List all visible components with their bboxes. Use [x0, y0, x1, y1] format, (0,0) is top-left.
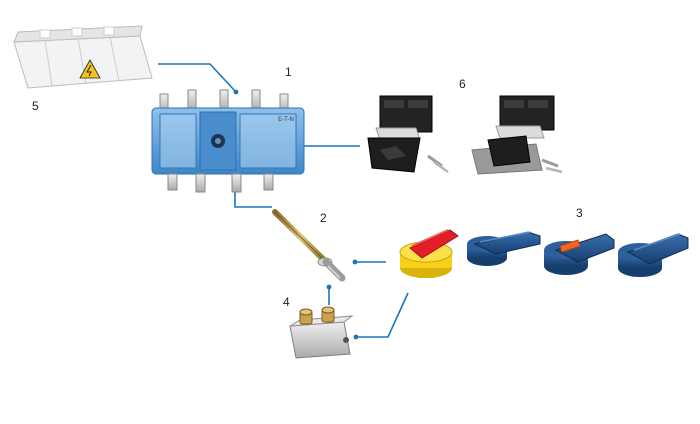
callout-2: 2 — [320, 212, 327, 224]
callout-4: 4 — [283, 296, 290, 308]
auxiliary-contact-left — [368, 96, 448, 172]
auxiliary-contact-right — [472, 96, 562, 174]
rotary-handle-blue-orange — [544, 234, 614, 275]
callout-3: 3 — [576, 207, 583, 219]
rotary-handle-blue-short — [618, 234, 688, 277]
shaft-coupler-icon — [290, 307, 352, 358]
rotary-handle-red-yellow — [400, 230, 458, 278]
brand-label: E-T-N — [278, 117, 294, 123]
leader-5-to-1 — [158, 64, 236, 92]
callout-6: 6 — [459, 78, 466, 90]
rotary-handle-blue-long — [467, 232, 540, 266]
terminal-shroud-icon — [14, 26, 152, 88]
callout-1: 1 — [285, 66, 292, 78]
extension-shaft-icon — [275, 212, 342, 278]
callout-5: 5 — [32, 100, 39, 112]
disconnect-switch-icon: E-T-N — [152, 90, 304, 192]
leader-4-to-3 — [356, 293, 408, 337]
